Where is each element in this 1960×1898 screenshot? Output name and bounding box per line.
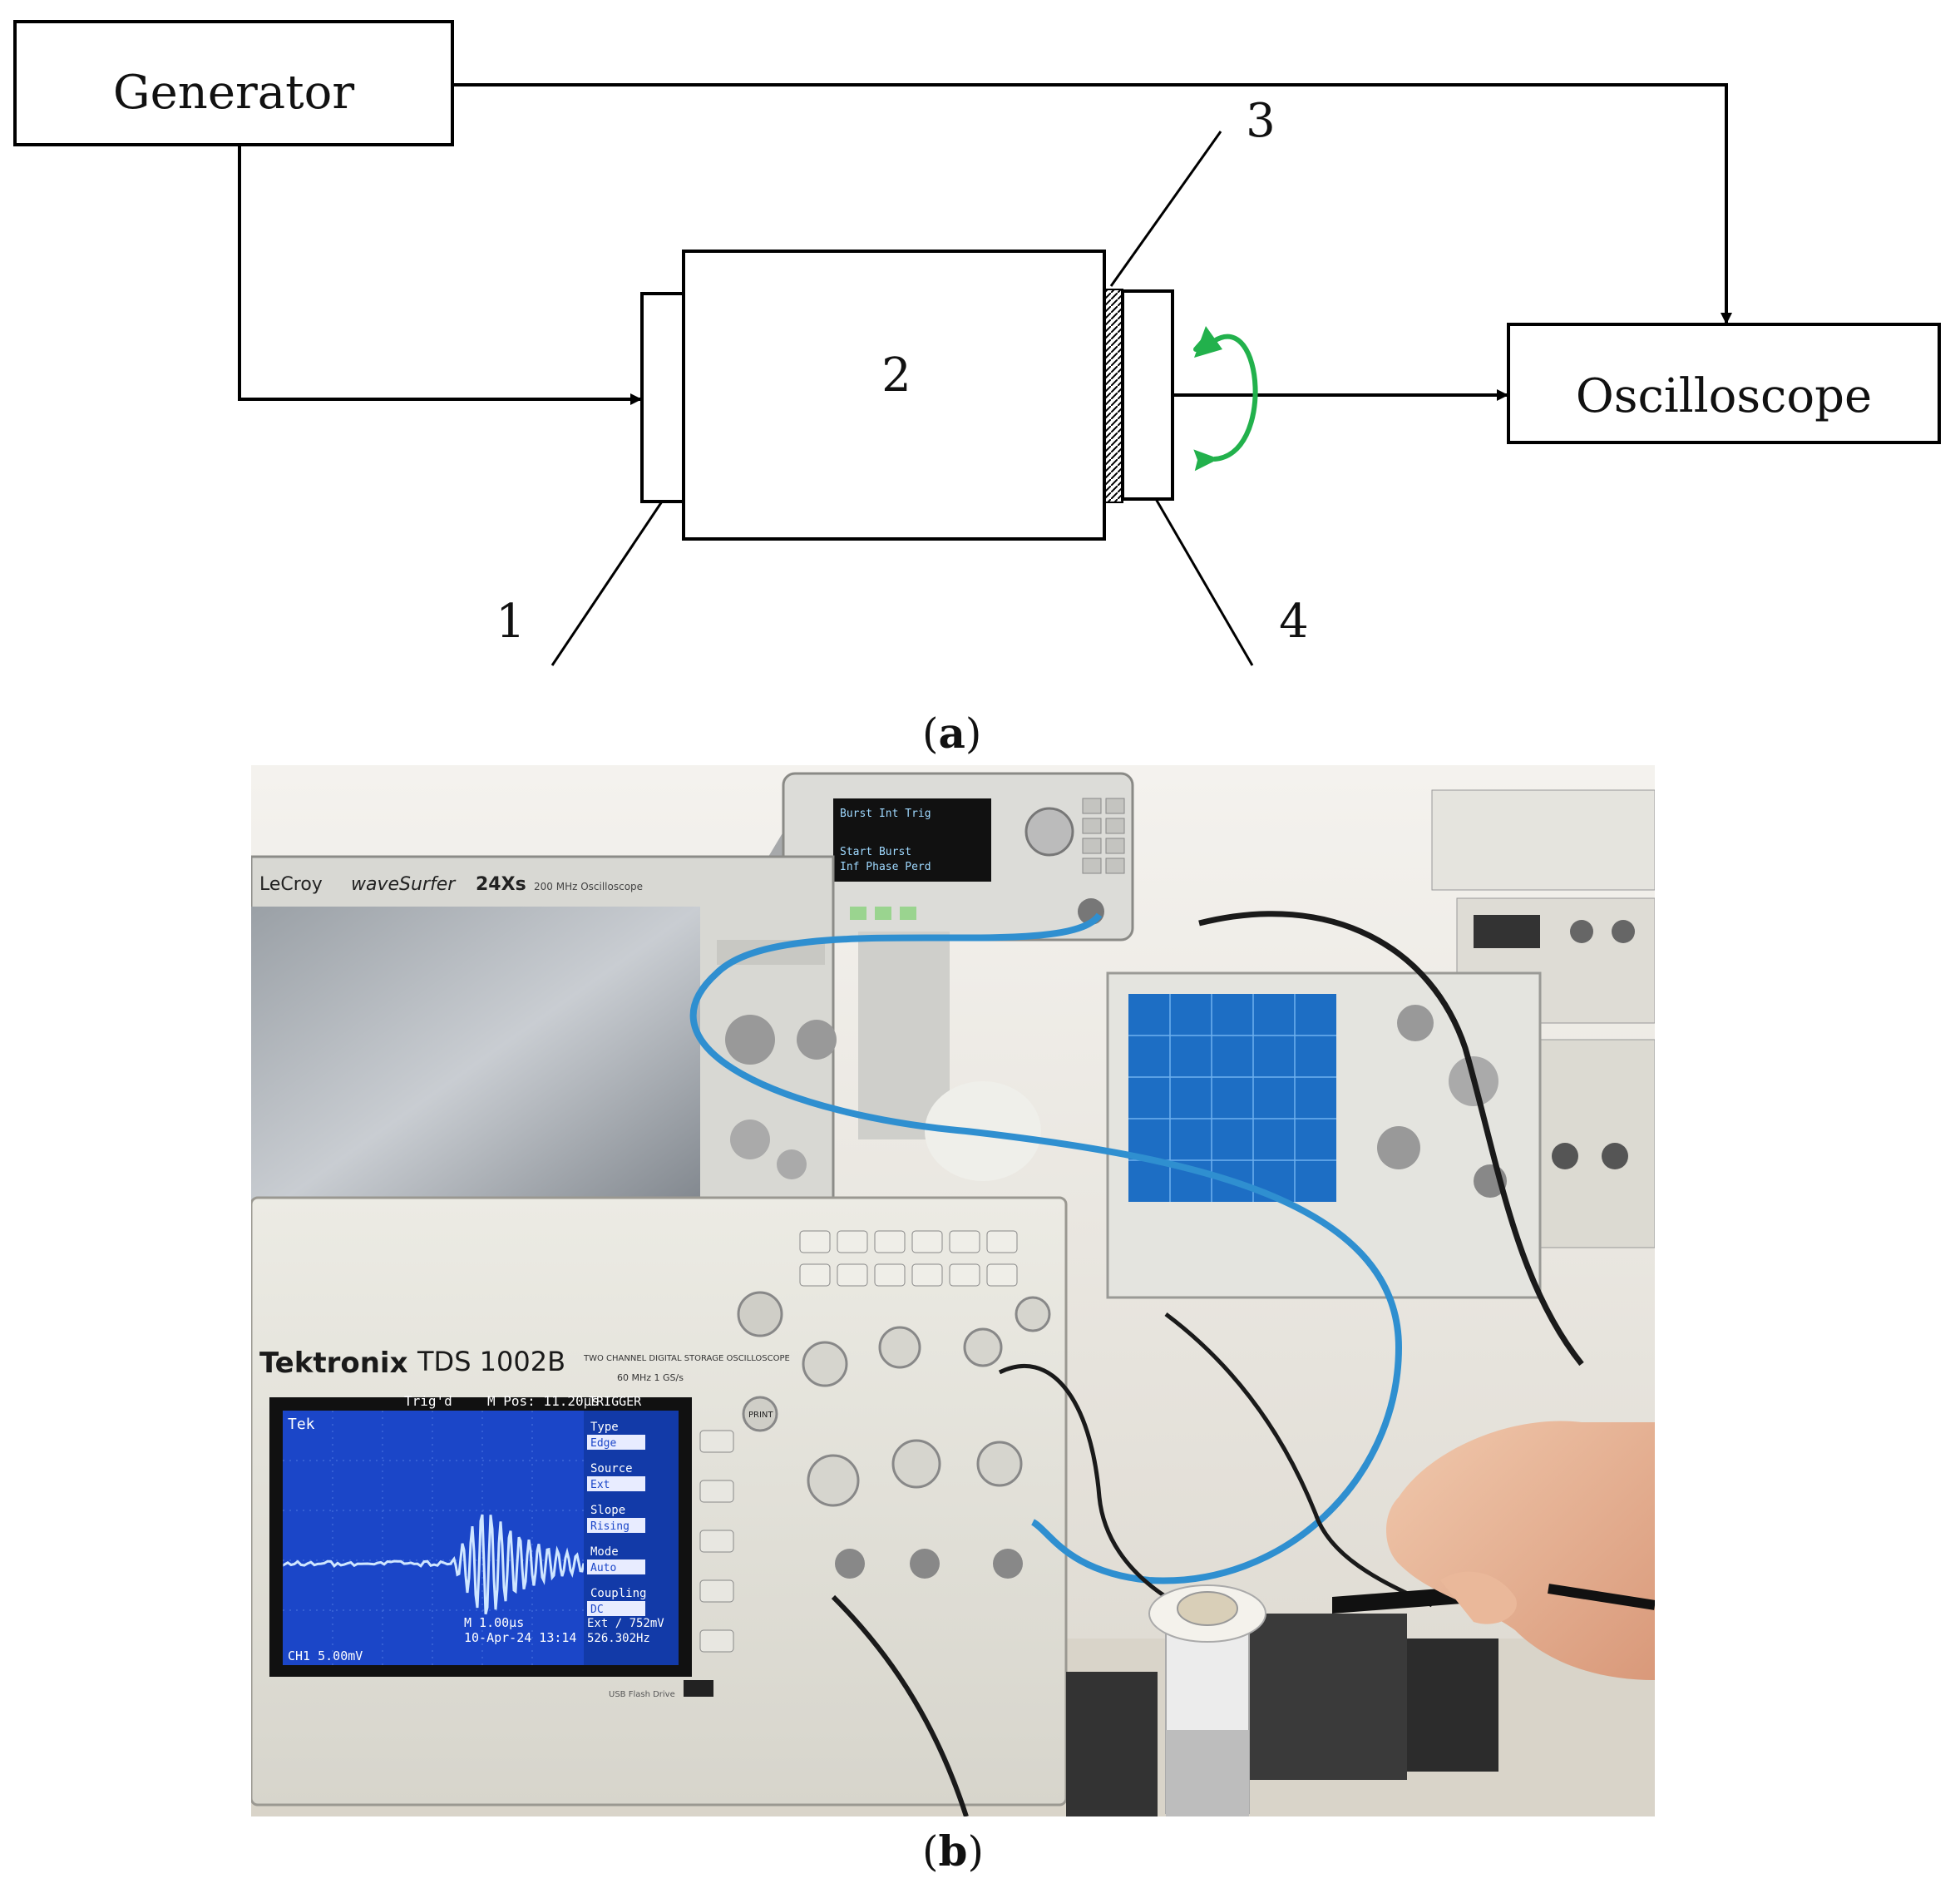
generator-label: Generator — [113, 66, 354, 120]
tek-print-button: PRINT — [748, 1411, 773, 1420]
tek-menu-label: Coupling — [590, 1587, 646, 1600]
caption-b: (b) — [922, 1826, 984, 1876]
sample-number: 2 — [881, 348, 911, 403]
oscilloscope-block: Oscilloscope — [1508, 324, 1939, 442]
tek-ch1: CH1 5.00mV — [288, 1648, 363, 1663]
tek-usb-label: USB Flash Drive — [609, 1690, 675, 1699]
lecroy-oscilloscope: LeCroy waveSurfer 24Xs 200 MHz Oscillosc… — [251, 857, 837, 1248]
block-diagram: Generator Oscilloscope 2 1 3 4 — [0, 0, 1960, 749]
tek-menu-value: DC — [590, 1604, 604, 1616]
rotation-arrow-head-top — [1194, 326, 1222, 358]
caption-a: (a) — [922, 709, 981, 758]
oscilloscope-label: Oscilloscope — [1576, 369, 1872, 423]
lecroy-model-line: waveSurfer — [351, 874, 457, 895]
transducer-1 — [642, 294, 684, 502]
callout-1: 1 — [496, 595, 526, 649]
tek-brand: Tektronix — [259, 1347, 408, 1380]
tek-menu-value: Ext — [590, 1479, 610, 1491]
tek-menu-label: Type — [590, 1421, 619, 1434]
generator-block: Generator — [15, 22, 452, 145]
coupling-layer-3 — [1104, 289, 1123, 502]
tek-menu-title: TRIGGER — [589, 1394, 642, 1409]
tek-menu-label: Mode — [590, 1545, 619, 1559]
tek-screen-trig: Trig'd — [404, 1393, 452, 1409]
callout-3: 3 — [1246, 94, 1276, 148]
lecroy-sub: 200 MHz Oscilloscope — [534, 881, 643, 892]
tek-menu-value: Rising — [590, 1520, 629, 1533]
tek-freq: 526.302Hz — [587, 1632, 650, 1645]
generator-screen-line3: Inf Phase Perd — [840, 861, 931, 873]
tek-spec: 60 MHz 1 GS/s — [617, 1372, 684, 1383]
tek-model: TDS 1002B — [417, 1346, 565, 1377]
generator-to-transducer-line — [239, 145, 640, 399]
tek-date: 10-Apr-24 13:14 — [464, 1630, 576, 1645]
tek-menu-label: Source — [590, 1462, 633, 1475]
tek-screen-tek: Tek — [288, 1416, 315, 1433]
tek-timebase: M 1.00µs — [464, 1615, 524, 1630]
setup-photo: Burst Int Trig Start Burst Inf Phase Per… — [251, 765, 1655, 1816]
generator-screen-line1: Burst Int Trig — [840, 808, 931, 820]
sample-assembly: 2 — [642, 251, 1173, 539]
generator-screen-line2: Start Burst — [840, 846, 911, 858]
tek-model-desc: TWO CHANNEL DIGITAL STORAGE OSCILLOSCOPE — [583, 1354, 790, 1363]
tek-screen-mpos: M Pos: 11.20µs — [487, 1393, 600, 1409]
tek-menu-value: Auto — [590, 1562, 616, 1574]
tek-menu-label: Slope — [590, 1504, 625, 1517]
tek-menu-value: Edge — [590, 1437, 616, 1450]
lecroy-model: 24Xs — [476, 874, 526, 895]
tektronix-oscilloscope: Tektronix TDS 1002B TWO CHANNEL DIGITAL … — [251, 1198, 1066, 1805]
tek-ext: Ext ∕ 752mV — [587, 1617, 664, 1630]
transducer-4 — [1123, 291, 1173, 499]
lecroy-brand: LeCroy — [259, 874, 323, 895]
callout-4: 4 — [1279, 595, 1309, 649]
